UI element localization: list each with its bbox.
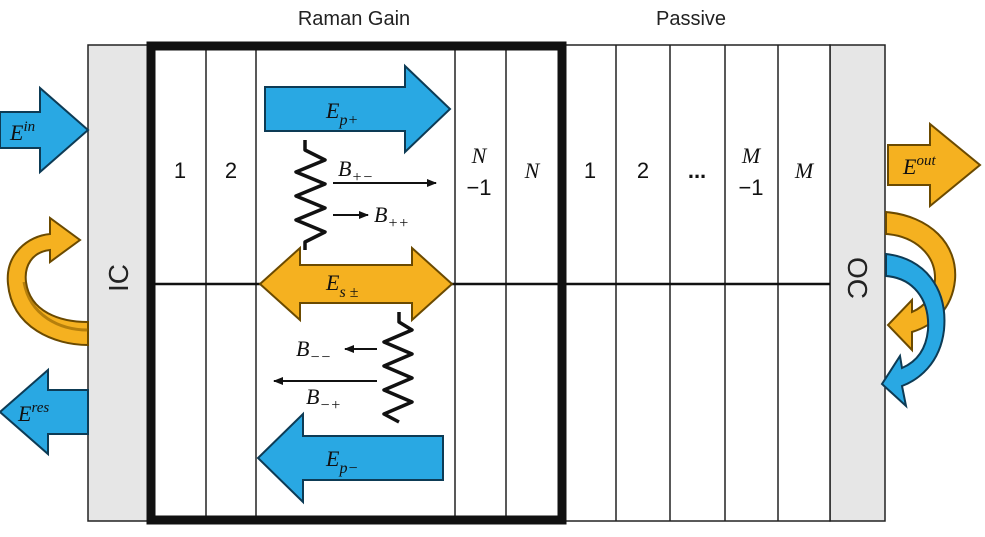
backward-pump-symbol: E [325,446,340,471]
b-plus-plus-symbol: B [374,202,387,227]
gain-slice-2-label: 2 [225,158,237,183]
residual-field-arrow: Eres [0,367,89,457]
input-coupler-mirror [87,44,151,522]
passive-slice-ellipsis: ... [688,158,706,183]
passive-slice-m-minus-1-label-bottom: −1 [738,175,763,200]
b-plus-plus-subscript: ++ [387,215,409,232]
passive-slice-1-label: 1 [584,158,596,183]
svg-text:B++: B++ [374,202,409,232]
passive-slice-2-label: 2 [637,158,649,183]
svg-text:Ein: Ein [9,119,35,145]
gain-slice-n-minus-1-label-top: N [471,143,488,168]
residual-field-superscript: res [31,400,49,416]
backward-pump-subscript: p− [338,460,358,477]
output-field-superscript: out [916,153,936,169]
svg-text:Ep+: Ep+ [325,98,358,129]
b-plus-minus-symbol: B [338,156,351,181]
svg-text:B−−: B−− [296,336,331,366]
b-minus-plus-symbol: B [306,384,319,409]
input-field-symbol: E [9,120,24,145]
svg-text:Ep−: Ep− [325,446,358,477]
upper-phonon-wave [294,140,327,250]
svg-text:B−+: B−+ [306,384,341,414]
svg-text:Eres: Eres [17,400,49,426]
b-plus-minus-subscript: +− [351,169,373,186]
output-coupler-mirror [829,44,886,522]
stokes-double-arrow: Es ± [258,245,454,323]
passive-slice-m-minus-1-label-top: M [741,143,762,168]
passive-slice-m-label: M [794,158,815,183]
gain-section-border [146,41,567,525]
forward-pump-subscript: p+ [338,112,358,129]
lower-phonon-wave [382,312,414,424]
b-minus-minus-subscript: −− [309,349,331,366]
output-field-symbol: E [902,154,917,179]
svg-text:Eout: Eout [902,153,936,179]
input-field-superscript: in [23,119,35,135]
output-feedback-curved-arrows [880,210,957,409]
backward-pump-arrow: Ep− [256,411,444,505]
svg-text:B+−: B+− [338,156,373,186]
gain-slice-1-label: 1 [174,158,186,183]
residual-field-symbol: E [17,401,32,426]
svg-text:Es ±: Es ± [325,270,359,301]
output-field-arrow: Eout [887,121,982,209]
gain-section-title: Raman Gain [298,8,410,30]
b-minus-minus-symbol: B [296,336,309,361]
forward-pump-symbol: E [325,98,340,123]
stokes-subscript: s ± [339,284,358,301]
forward-pump-arrow: Ep+ [264,63,452,155]
input-field-arrow: Ein [0,85,90,175]
stokes-symbol: E [325,270,340,295]
input-feedback-curved-arrow [6,216,89,347]
output-coupler-label: OC [842,257,873,299]
gain-slice-n-minus-1-label-bottom: −1 [466,175,491,200]
input-coupler-label: IC [103,264,134,292]
passive-section-title: Passive [656,8,726,30]
gain-slice-n-label: N [524,158,541,183]
b-minus-plus-subscript: −+ [319,397,341,414]
